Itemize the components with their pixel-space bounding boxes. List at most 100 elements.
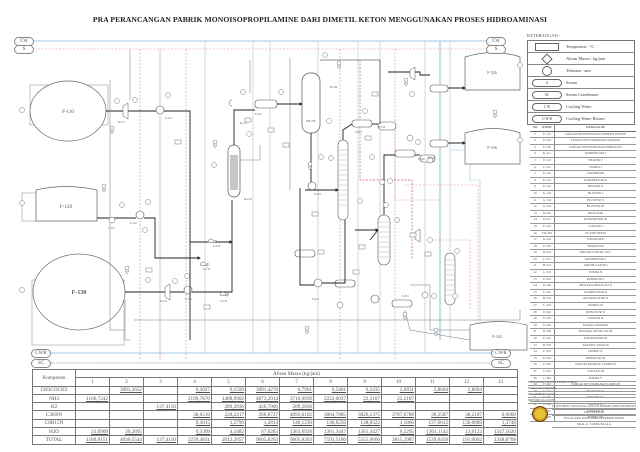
component-name-cell: C6H15N <box>32 418 76 429</box>
legend-panel: KETERANGAN : Temperatur : °C Aliran Mass… <box>527 33 635 125</box>
flow-controllers <box>101 60 498 337</box>
component-name-cell: NH3 <box>32 393 76 404</box>
stream-number-header: 12 <box>449 377 484 387</box>
svg-text:G-134: G-134 <box>203 268 211 271</box>
mass-flow-cell <box>313 402 348 412</box>
component-name-cell: TOTAL <box>32 435 76 445</box>
stream-number-header: 9 <box>347 377 382 387</box>
mass-flow-cell: 38,6510 <box>177 410 212 420</box>
mass-flow-cell: 191,0002 <box>449 435 484 445</box>
mass-flow-cell: 2199,7870 <box>177 393 212 404</box>
svg-text:H-322: H-322 <box>428 157 436 160</box>
sc-tag-left: SC <box>31 359 51 368</box>
label-f326: F-326 <box>487 70 497 75</box>
mass-flow-cell <box>449 402 484 412</box>
svg-text:E-213: E-213 <box>312 298 319 301</box>
mass-flow-cell <box>143 427 178 437</box>
label-f120: F-120 <box>60 205 72 210</box>
mass-flow-cell: 2239,4831 <box>177 435 212 445</box>
mass-flow-cell: 140,1236 <box>279 418 314 429</box>
instrument-bubbles <box>19 52 523 299</box>
component-name-cell: H2O <box>32 427 76 437</box>
mass-flow-cell: 1189,8151 <box>75 435 110 445</box>
mass-flow-cell: 138,8256 <box>313 418 348 429</box>
label-r210: R-210 <box>244 197 252 201</box>
mass-flow-cell <box>483 393 518 404</box>
mass-flow-cell <box>415 402 450 412</box>
tank-f110: F-110 <box>29 80 109 142</box>
mass-flow-cell: 426,7006 <box>245 402 280 412</box>
mass-flow-cell: 13,6122 <box>449 427 484 437</box>
mass-flow-cell: 3991,4278 <box>245 385 280 395</box>
mass-flow-cell <box>75 385 110 395</box>
mass-flow-cell: 9605,8263 <box>279 435 314 445</box>
tank-f343: F-343 <box>469 321 528 351</box>
mass-flow-cell <box>415 393 450 404</box>
heat-exchangers <box>254 84 449 308</box>
column-d330 <box>444 252 456 306</box>
cwr-tag-right: CWR <box>491 349 511 358</box>
mass-flow-cell: 136,0889 <box>449 418 484 429</box>
mass-flow-cell: 22,2187 <box>347 393 382 404</box>
mass-flow-cell: 6,5461 <box>313 385 348 395</box>
mass-flow-cell: 0,3027 <box>177 385 212 395</box>
mass-flow-cell: 39,2895 <box>109 427 144 437</box>
mass-flow-cell: 1361,3447 <box>313 427 348 437</box>
mass-flow-cell: 138,8322 <box>347 418 382 429</box>
mass-flow-cell: 0,1599 <box>211 385 246 395</box>
mass-flow-cell: 1348,8768 <box>483 435 518 445</box>
mass-flow-cell <box>75 410 110 420</box>
svg-text:G-135: G-135 <box>220 300 228 303</box>
mass-flow-cell <box>381 402 416 412</box>
mass-flow-cell: 3991,2652 <box>109 385 144 395</box>
mass-flow-cell: 1,3748 <box>483 418 518 429</box>
mass-flow-cell: 1488,9902 <box>211 393 246 404</box>
pumps-and-compressors <box>108 66 434 309</box>
mass-flow-cell: 0,0000 <box>483 410 518 420</box>
column-d310 <box>337 139 349 221</box>
mass-flow-cell: 2,8604 <box>449 385 484 395</box>
stream-number-header: 8 <box>313 377 348 387</box>
svg-text:K-211: K-211 <box>240 122 248 125</box>
mass-flow-cell: 1,2814 <box>245 418 280 429</box>
mass-flow-cell <box>177 402 212 412</box>
svg-text:D-310: D-310 <box>330 86 338 89</box>
label-f110: F-110 <box>62 110 74 115</box>
steam-tag-right: S <box>486 45 506 54</box>
temperature-indicators <box>145 91 432 310</box>
mass-flow-cell: 289,2836 <box>211 402 246 412</box>
mass-flow-cell: 1347,5020 <box>483 427 518 437</box>
mass-flow-cell: 0,3015 <box>177 418 212 429</box>
mass-flow-cell: 137,4150 <box>143 435 178 445</box>
mass-flow-cell <box>109 410 144 420</box>
component-name-cell: C3H9N <box>32 410 76 420</box>
table-component-header: Komponen <box>32 369 76 387</box>
diamond-icon <box>541 52 553 65</box>
svg-text:E-233: E-233 <box>314 193 321 196</box>
label-f343: F-343 <box>492 334 502 339</box>
mass-flow-cell: 228,2217 <box>211 410 246 420</box>
mass-flow-cell: 2,8604 <box>415 385 450 395</box>
mass-flow-cell <box>75 418 110 429</box>
svg-text:E-311: E-311 <box>355 131 362 134</box>
